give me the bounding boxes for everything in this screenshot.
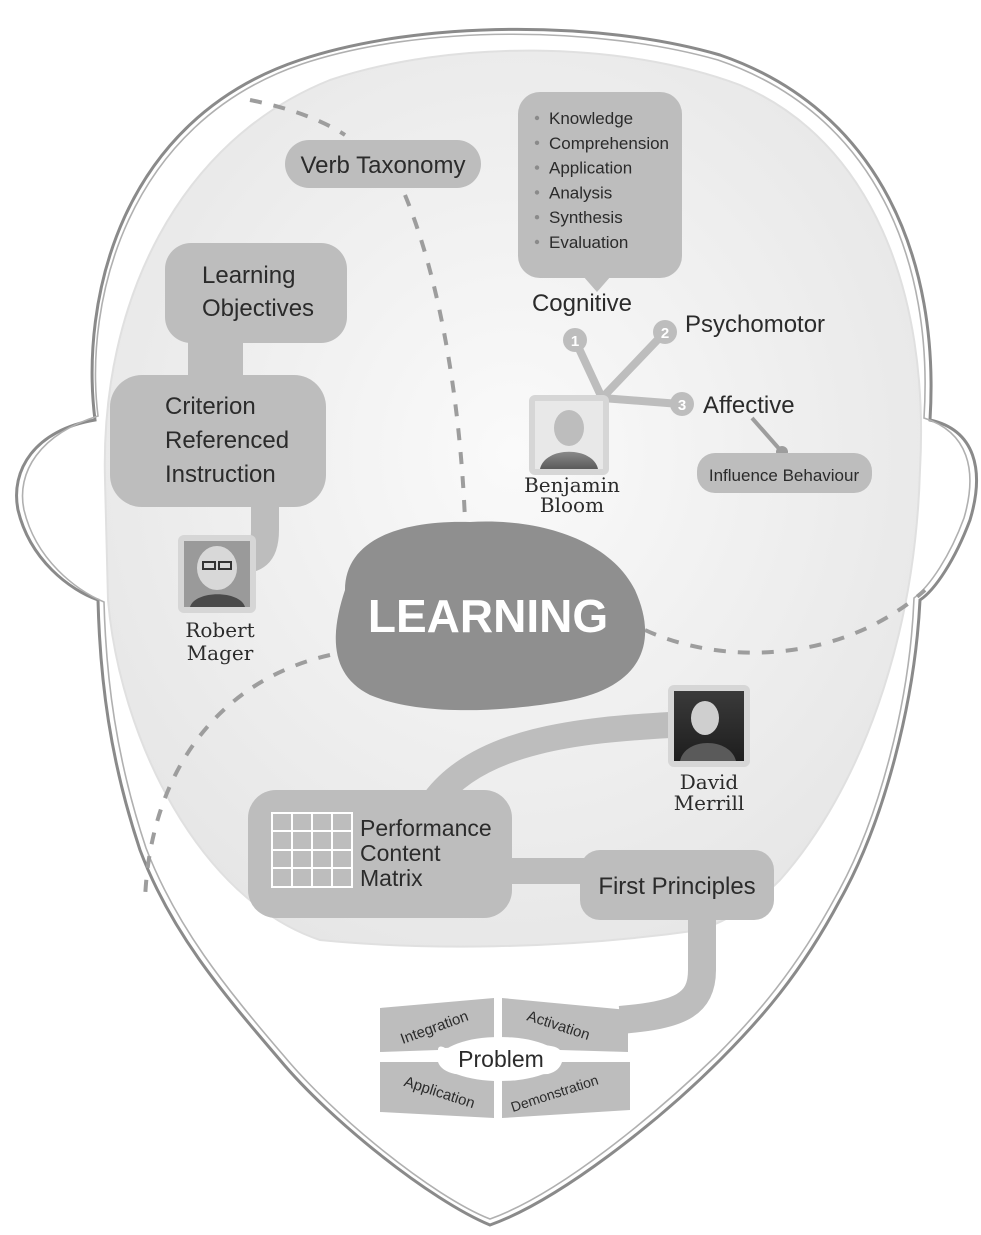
learning-objectives-line1: Learning <box>202 262 295 289</box>
problem-label: Problem <box>458 1046 544 1072</box>
merrill-matrix-connector <box>424 712 671 809</box>
performance-matrix-line1: Performance <box>360 815 492 841</box>
criterion-line3: Instruction <box>165 461 276 488</box>
affective-label: Affective <box>703 392 795 419</box>
svg-text:1: 1 <box>571 333 579 350</box>
verb-taxonomy-label: Verb Taxonomy <box>301 152 466 179</box>
svg-text:3: 3 <box>678 397 686 414</box>
bloom-first-name: Benjamin <box>524 473 620 497</box>
principles-wheel <box>380 998 630 1118</box>
mager-first-name: Robert <box>185 618 254 642</box>
cognitive-level-item: Synthesis <box>549 208 623 227</box>
bloom-last-name: Bloom <box>540 493 604 517</box>
criterion-line2: Referenced <box>165 427 289 454</box>
cognitive-level-bullet <box>534 239 540 245</box>
first-principles-node[interactable] <box>580 850 774 920</box>
cognitive-level-bullet <box>534 165 540 170</box>
cognitive-level-bullet <box>534 215 540 220</box>
cognitive-level-item: Evaluation <box>549 233 628 252</box>
activation-quadrant <box>502 998 628 1052</box>
merrill-first-name: David <box>680 770 739 794</box>
affective-influence-connector <box>750 416 784 454</box>
cognitive-level-item: Application <box>549 159 632 178</box>
cognitive-levels-list: KnowledgeComprehensionApplicationAnalysi… <box>534 109 669 252</box>
domain-1-marker: 1 <box>563 328 587 352</box>
integration-quadrant <box>380 998 494 1052</box>
cognitive-level-bullet <box>534 140 540 145</box>
principles-wheel-connector <box>618 915 716 1034</box>
influence-behaviour-label: Influence Behaviour <box>709 466 860 485</box>
domain-3-marker: 3 <box>670 392 694 416</box>
criterion-node[interactable] <box>110 375 326 507</box>
dashed-connectors <box>143 98 927 901</box>
learning-objectives-line2: Objectives <box>202 295 314 322</box>
cognitive-level-item: Analysis <box>549 183 612 202</box>
cognitive-label: Cognitive <box>532 290 632 317</box>
cognitive-level-item: Knowledge <box>549 109 633 128</box>
criterion-line1: Criterion <box>165 393 256 420</box>
performance-matrix-line2: Content <box>360 840 441 866</box>
performance-matrix-line3: Matrix <box>360 865 423 891</box>
domain-2-marker: 2 <box>653 320 677 344</box>
benjamin-bloom-portrait <box>529 395 609 475</box>
merrill-last-name: Merrill <box>674 791 745 815</box>
svg-text:2: 2 <box>661 325 669 342</box>
matrix-grid-icon <box>271 812 353 888</box>
cognitive-level-bullet <box>534 190 540 195</box>
david-merrill-portrait <box>668 685 750 767</box>
robert-mager-portrait <box>178 535 256 613</box>
cognitive-level-item: Comprehension <box>549 134 669 153</box>
psychomotor-label: Psychomotor <box>685 311 825 338</box>
verb-taxonomy-node[interactable] <box>285 140 481 188</box>
cognitive-level-bullet <box>534 115 540 121</box>
mager-last-name: Mager <box>187 641 254 665</box>
learning-center-label: LEARNING <box>368 590 608 642</box>
influence-behaviour-node[interactable] <box>697 453 872 493</box>
learning-center-node[interactable] <box>335 521 646 711</box>
cognitive-levels-box <box>518 92 682 292</box>
learning-objectives-node[interactable] <box>165 243 347 343</box>
first-principles-label: First Principles <box>598 873 755 900</box>
